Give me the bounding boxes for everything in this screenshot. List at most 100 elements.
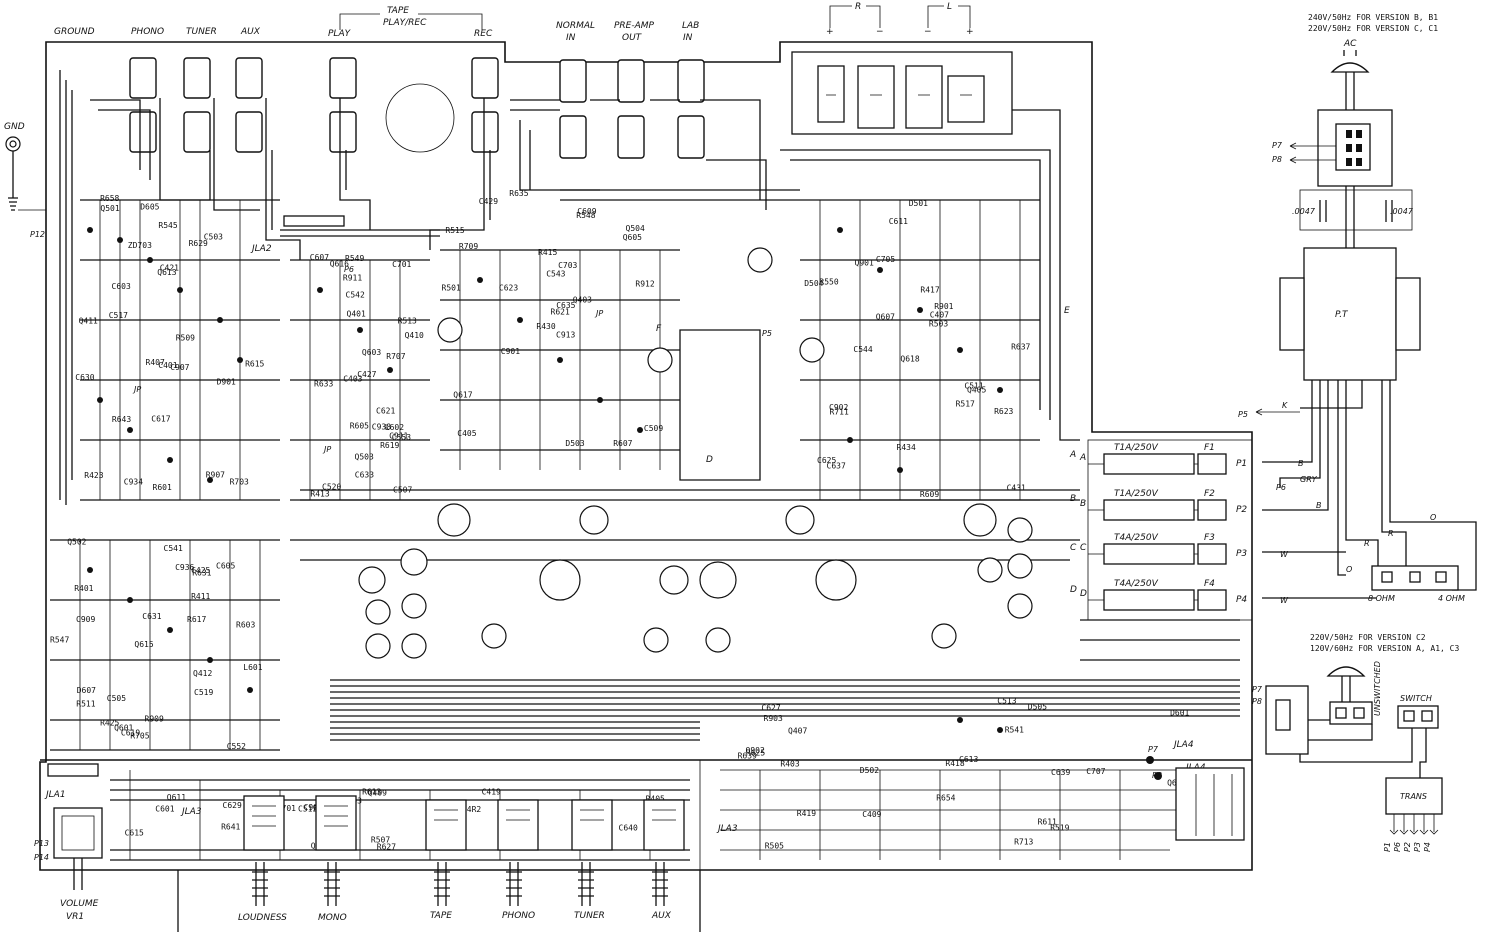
trans-output-label: P3 <box>1413 842 1422 852</box>
front-panel-edge <box>177 870 701 932</box>
component-ref: R511 <box>76 700 95 709</box>
component-ref: R415 <box>538 248 557 257</box>
label-trans: TRANS <box>1400 792 1427 801</box>
component-ref: R401 <box>74 584 93 593</box>
node-jp-3: JP <box>594 309 603 318</box>
component-ref: R911 <box>343 274 362 283</box>
component-ref: C605 <box>216 562 235 571</box>
component-ref: R419 <box>797 809 816 818</box>
component-ref: C405 <box>457 429 476 438</box>
node-jp-2: JP <box>322 445 331 454</box>
component-ref: C403 <box>343 375 362 384</box>
lower-power-wires <box>1299 719 1427 778</box>
component-ref: R901 <box>934 302 953 311</box>
component-ref: D501 <box>909 199 928 208</box>
label-p8-ac: P8 <box>1272 155 1282 164</box>
component-ref: C409 <box>862 810 881 819</box>
switch-tape <box>425 799 467 851</box>
component-ref: C938 <box>372 423 391 432</box>
component-ref: C934 <box>124 478 143 487</box>
fuse-body <box>1103 543 1195 565</box>
cap-box <box>1299 189 1413 231</box>
label-p7-lower: P7 <box>1252 685 1263 694</box>
component-ref: C601 <box>155 804 174 813</box>
label-r-minus: − <box>876 27 884 37</box>
trans-box <box>1385 777 1443 815</box>
component-ref: R631 <box>192 568 211 577</box>
component-ref: D502 <box>860 766 879 775</box>
label-tape-bottom: TAPE <box>430 911 452 921</box>
label-pre-amp-out: OUT <box>622 33 643 43</box>
switch-loudness <box>243 795 285 851</box>
component-ref: R621 <box>551 307 570 316</box>
jla4-header <box>1175 767 1245 841</box>
jack-phono <box>129 57 157 153</box>
fuse-holder <box>1197 543 1227 565</box>
component-ref: C509 <box>644 424 663 433</box>
label-phono: PHONO <box>131 27 164 37</box>
label-lab-in: IN <box>683 33 693 43</box>
component-ref: R619 <box>380 441 399 450</box>
component-ref: Q616 <box>330 260 349 269</box>
label-aux: AUX <box>240 27 261 37</box>
component-ref: C635 <box>556 301 575 310</box>
speaker-term-1 <box>817 65 845 123</box>
component-ref: C603 <box>112 282 131 291</box>
component-ref: C421 <box>160 264 179 273</box>
node-d-center: D <box>706 455 713 465</box>
component-ref: R507 <box>371 835 390 844</box>
component-ref: C615 <box>125 828 144 837</box>
label-gry: GRY <box>1300 475 1318 484</box>
component-ref: R617 <box>187 615 206 624</box>
component-ref: R635 <box>509 189 528 198</box>
jack-aux <box>235 57 263 153</box>
component-labels: C401R401C403C405C407C409C419C421C425C427… <box>50 189 1220 851</box>
jack-play <box>329 57 357 153</box>
trans-output-arrows <box>1389 814 1439 835</box>
component-ref: D901 <box>217 377 236 386</box>
label-version-a: 120V/60Hz FOR VERSION A, A1, C3 <box>1310 644 1459 653</box>
component-ref: R641 <box>221 823 240 832</box>
label-speaker-l: L <box>947 2 952 12</box>
lower-ac-cord <box>1341 676 1351 702</box>
component-ref: D503 <box>565 439 584 448</box>
label-version-b: 240V/50Hz FOR VERSION B, B1 <box>1308 13 1438 22</box>
component-ref: C905 <box>304 803 323 812</box>
component-ref: C520 <box>322 483 341 492</box>
component-ref: L602 <box>385 423 404 432</box>
component-ref: R545 <box>158 221 177 230</box>
ac-caps <box>1319 200 1393 222</box>
label-board-p6: P6 <box>344 265 354 274</box>
component-ref: C425 <box>191 566 210 575</box>
label-p13: P13 <box>34 839 49 848</box>
component-ref: C640 <box>619 824 638 833</box>
component-ref: C407 <box>930 310 949 319</box>
component-ref: C515 <box>298 804 317 813</box>
label-gnd: GND <box>4 122 25 132</box>
label-loudness: LOUDNESS <box>238 913 287 923</box>
component-ref: C627 <box>761 703 780 712</box>
component-ref: R550 <box>819 278 838 287</box>
label-version-c: 220V/50Hz FOR VERSION C, C1 <box>1308 24 1438 33</box>
connector-labels: JLA2 JLA1 JLA3 JLA3 JLA4 JLA4 P12 P13 P1… <box>30 215 1245 862</box>
label-jla2: JLA2 <box>250 244 272 254</box>
component-ref: C541 <box>164 544 183 553</box>
fuse-body <box>1103 499 1195 521</box>
component-ref: C513 <box>997 697 1016 706</box>
switch-to-pt <box>1345 186 1355 248</box>
component-ref: R615 <box>245 360 264 369</box>
jack-pre-amp-out <box>617 59 645 159</box>
component-ref: R654 <box>936 794 955 803</box>
component-ref: C542 <box>346 291 365 300</box>
component-ref: R711 <box>830 407 849 416</box>
component-ref: R629 <box>189 239 208 248</box>
fuse-name: F2 <box>1204 489 1215 499</box>
component-ref: C544 <box>853 345 872 354</box>
component-ref: D601 <box>1170 709 1189 718</box>
component-ref: C705 <box>876 255 895 264</box>
label-p12: P12 <box>30 230 45 239</box>
